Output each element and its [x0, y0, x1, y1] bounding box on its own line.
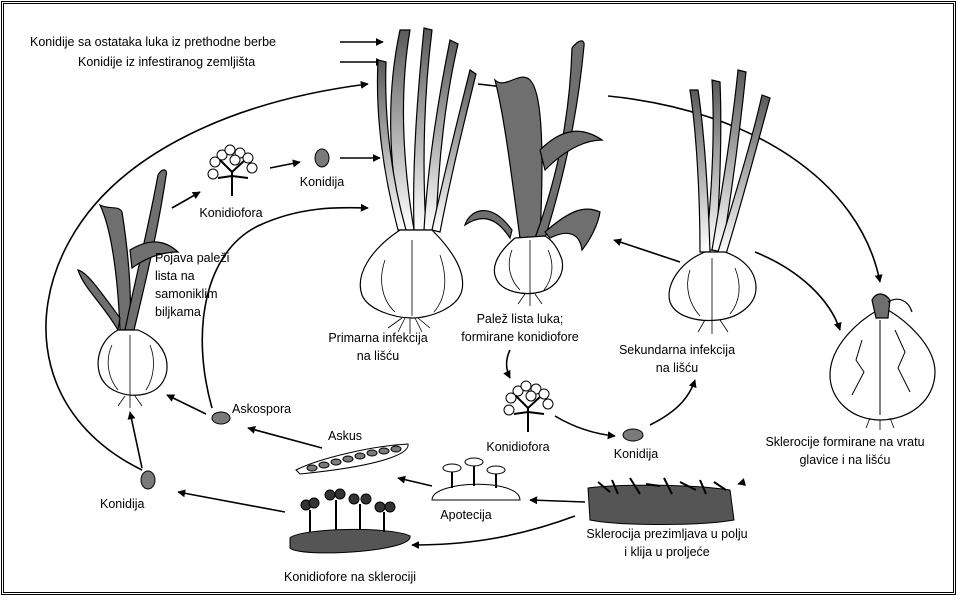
arrow-konidija-to-secondary [650, 380, 695, 425]
label-wild-line1: Pojava paleži [155, 251, 229, 265]
arrow-wild-to-konidiofora [172, 192, 200, 208]
arrow-konidija-to-wild [130, 412, 142, 468]
askus-icon [296, 444, 408, 474]
onion-primary-infection [360, 28, 476, 334]
label-primary-line1: Primarna infekcija [328, 331, 427, 345]
label-blight-line2: formirane konidiofore [461, 330, 578, 344]
label-konidiofora-top: Konidiofora [199, 206, 262, 220]
arrow-soil-to-apotecija [530, 500, 585, 502]
conidiophores-sclerotium-icon [290, 489, 410, 553]
arrow-soil-to-conidiophores [412, 516, 575, 545]
apotecija-icon [432, 458, 520, 500]
arrow-outer-loop [46, 84, 368, 470]
label-conidiophores-sclerotium: Konidiofore na sklerociji [284, 570, 416, 584]
arrow-konidiofora-to-konidija-top [270, 162, 300, 168]
arrow-konidiofora-to-konidija [555, 416, 615, 436]
onion-leaf-blight [465, 41, 602, 306]
arrow-secondary-to-bulb [755, 252, 840, 330]
konidija-top-spore [315, 149, 329, 167]
label-wild-line3: samoniklim [155, 287, 218, 301]
label-sclerotia-bulb-line2: glavice i na lišću [799, 453, 890, 467]
arrow-sclerotia-to-soil [738, 482, 745, 484]
diagram-labels: Konidije sa ostataka luka iz prethodne b… [30, 35, 925, 584]
label-secondary-line1: Sekundarna infekcija [619, 343, 735, 357]
label-primary-line2: na lišću [357, 349, 399, 363]
label-sclerotia-bulb-line1: Sklerocije formirane na vratu [765, 435, 924, 449]
arrow-blight-label-to-konidiofora [507, 350, 510, 378]
askospora-spore [212, 412, 230, 424]
label-wild-line2: lista na [155, 269, 195, 283]
label-apotecija: Apotecija [440, 508, 491, 522]
sclerotia-soil-icon [588, 474, 734, 525]
label-overwinter-line2: i klija u proljeće [624, 545, 710, 559]
label-conidia-residue: Konidije sa ostataka luka iz prethodne b… [30, 35, 276, 49]
label-konidiofora-mid: Konidiofora [486, 440, 549, 454]
arrow-apotecija-to-askus [398, 478, 432, 486]
label-konidija-top: Konidija [300, 175, 345, 189]
konidija-left-spore [141, 471, 155, 489]
konidiofora-mid-icon [504, 381, 553, 432]
arrow-askospora-to-wild [167, 395, 206, 414]
label-secondary-line2: na lišću [656, 361, 698, 375]
label-konidija-mid: Konidija [614, 447, 659, 461]
arrow-secondary-to-blight [614, 240, 680, 262]
konidija-mid-spore [623, 429, 643, 441]
label-overwinter-line1: Sklerocija prezimljava u polju [586, 527, 747, 541]
arrow-conidiophores-to-konidija [178, 492, 285, 512]
onion-bulb-sclerotia [830, 294, 935, 430]
label-conidia-soil: Konidije iz infestiranog zemljišta [78, 55, 255, 69]
arrow-askus-to-askospora [248, 428, 322, 448]
label-blight-line1: Palež lista luka; [477, 312, 564, 326]
label-askospora: Askospora [232, 402, 291, 416]
arrow-inner-loop [202, 208, 368, 408]
label-wild-line4: biljkama [155, 305, 201, 319]
label-askus: Askus [328, 429, 362, 443]
konidiofora-top-icon [208, 145, 257, 196]
label-konidija-left: Konidija [100, 497, 145, 511]
